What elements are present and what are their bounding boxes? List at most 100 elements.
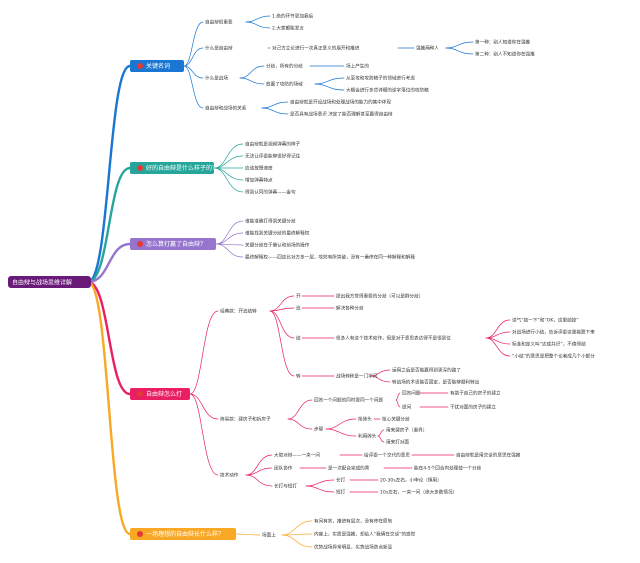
topic-node[interactable]: 长打 xyxy=(336,477,346,484)
connector-line xyxy=(395,399,401,408)
topic-node[interactable]: 简易款：建房子和拆房子 xyxy=(220,416,271,423)
topic-node[interactable]: 谁能找到关键分歧的最终解释权 xyxy=(245,230,310,237)
topic-node[interactable]: 核心关键分歧 xyxy=(382,416,410,423)
branch-node-ideal-free-debate[interactable]: 一场理想的自由辩长什么样？ xyxy=(130,528,236,540)
topic-node[interactable]: 经典款：开追结转 xyxy=(220,308,257,315)
topic-node[interactable]: 用来建房子（重界） xyxy=(386,427,427,434)
bullet-icon xyxy=(137,531,143,537)
topic-node[interactable]: “小结”的意思是把整个论者成几个小部分 xyxy=(512,353,595,360)
topic-node[interactable]: 强推两种人 xyxy=(416,45,439,52)
topic-node[interactable]: 场面上 xyxy=(262,532,276,539)
topic-node[interactable]: 回答问题 xyxy=(402,390,421,397)
topic-node[interactable]: 步骤 xyxy=(314,426,324,433)
connector-line xyxy=(213,167,244,181)
topic-node[interactable]: 分歧，所有的分歧 xyxy=(266,63,303,70)
topic-node[interactable]: 自由辩就是开设战场和处理战场的能力的集中体现 xyxy=(290,99,391,106)
topic-node[interactable]: 用来打对面 xyxy=(386,439,409,446)
topic-node[interactable]: 短打 xyxy=(336,489,346,496)
topic-node[interactable]: 第二种：别人不知道你在强推 xyxy=(475,51,535,58)
topic-node[interactable]: 开 xyxy=(296,294,301,300)
branch-4-topics: 场面上 有问有答，推进有层次，没有停在原地 内容上，实质是强推，却给人“我俩在交… xyxy=(262,518,416,551)
branch-node-how-to-win[interactable]: 怎么算打赢了自由辩？ xyxy=(130,238,216,250)
topic-node[interactable]: 有助于自己的房子的建立 xyxy=(450,390,501,397)
topic-node[interactable]: 提出我方觉得重要的分歧（可以是群分歧） xyxy=(336,293,423,300)
connector-line xyxy=(245,467,273,476)
topic-node[interactable]: 抢砖头 xyxy=(358,416,372,423)
topic-node[interactable]: 转 xyxy=(296,373,301,380)
topic-node[interactable]: 放置了攻防的场域 xyxy=(266,81,303,88)
topic-node[interactable]: 提问 xyxy=(402,404,412,411)
topic-node[interactable]: 应该放慢速度 xyxy=(245,165,273,172)
connector-line xyxy=(395,392,401,401)
topic-node[interactable]: 谁能准确打得到关键分歧 xyxy=(245,218,296,225)
branch-label: 一场理想的自由辩长什么样？ xyxy=(146,530,224,538)
branch-label: 自由辩怎么打 xyxy=(146,390,182,398)
topic-node[interactable]: 最终解释权——回应比对方多一层，攻防有所突破，没有一番停在同一种解释和解释 xyxy=(245,254,415,261)
topic-node[interactable]: 转战场的术语能否固定，是否能够顺利转出 xyxy=(392,379,480,386)
connector-line xyxy=(183,65,204,109)
topic-node[interactable]: 自由辩和战场的关系 xyxy=(205,105,247,112)
connector-line xyxy=(287,418,313,430)
topic-node[interactable]: 能在4-5个回合内处理掉一个分歧 xyxy=(414,465,482,472)
topic-node[interactable]: 无法让评委能够很好得记住 xyxy=(245,153,301,160)
connector-line xyxy=(239,65,265,79)
topic-node[interactable]: 优势战场异常明显，劣势战场防点新显 xyxy=(314,544,393,551)
topic-node[interactable]: 20-30s左右，小申论（慎用） xyxy=(380,477,442,484)
root-node[interactable]: 自由辩与战场思维详解 xyxy=(8,276,91,288)
bullet-icon xyxy=(137,391,143,397)
topic-node[interactable]: 第一种：别人知道你在强推 xyxy=(475,39,531,46)
topic-node[interactable]: 自由辩就是用交谈的意思在强推 xyxy=(456,452,521,459)
topic-node[interactable]: 场上产生的 xyxy=(346,63,369,70)
connector-line xyxy=(245,15,271,23)
branch-node-good-free-debate[interactable]: 好的自由辩是什么样子的？ xyxy=(130,162,218,174)
bullet-icon xyxy=(137,63,143,69)
topic-node[interactable]: 追 xyxy=(296,305,301,312)
topic-node[interactable]: 关键分歧在于确认和前场的操作 xyxy=(245,242,310,249)
topic-node[interactable]: 有问有答，推进有层次，没有停在原地 xyxy=(314,518,393,525)
topic-node[interactable]: 给评委一个交代的意思 xyxy=(364,452,410,459)
topic-node[interactable]: 对战场进行小结，告诉评委这里能算下来 xyxy=(512,329,595,336)
connector-line xyxy=(369,375,391,383)
topic-node[interactable]: 增加弹幕特点 xyxy=(245,177,273,184)
branch-node-how-to-play[interactable]: 自由辩怎么打 xyxy=(130,388,190,400)
branch-curve xyxy=(86,280,132,396)
topic-node[interactable]: 内容上，实质是强推，却给人“我俩在交谈”的感觉 xyxy=(314,531,416,538)
topic-node[interactable]: 什么是自由辩 xyxy=(205,45,233,52)
topic-node[interactable]: 回答一个问题的同时要同一个问题 xyxy=(314,397,383,404)
topic-node[interactable]: 自由辩就是视频弹幕的样子 xyxy=(245,141,301,148)
topic-node[interactable]: 标准和定义叫“达成共识”，不值得结 xyxy=(512,341,586,348)
topic-node[interactable]: 1.绝的环节更加靠后 xyxy=(272,13,314,20)
topic-node[interactable]: 运用之后是否能赢得到更深的路了 xyxy=(392,367,461,374)
topic-node[interactable]: 自由辩很重要 xyxy=(205,19,233,26)
topic-node[interactable]: 大取对辩——一夹一问 xyxy=(274,452,320,459)
topic-node[interactable]: 利用砖头 xyxy=(358,433,377,440)
branch-node-keywords[interactable]: 关键名词 xyxy=(130,60,184,72)
topic-node[interactable]: 得到认同的弹幕——金句 xyxy=(245,189,296,196)
topic-node[interactable]: 战场转移是一门学问 xyxy=(336,373,378,380)
topic-node[interactable]: 10s左右，一夹一问（绝大多数情况） xyxy=(380,489,457,496)
branch-3-topics: 经典款：开追结转 开 提出我方觉得重要的分歧（可以是群分歧） 追 解决各种分歧 … xyxy=(220,293,595,496)
bullet-icon xyxy=(137,241,143,247)
topic-node[interactable]: 2.大家都能发言 xyxy=(272,25,304,32)
connector-line xyxy=(325,418,357,430)
topic-node[interactable]: 长打与短打 xyxy=(274,483,297,490)
topic-node[interactable]: 是一次配合完成的秀 xyxy=(328,465,370,472)
topic-node[interactable]: 是否具有战场意识 决定了能否理解甚至赢得自由辩 xyxy=(290,111,393,118)
topic-node[interactable]: 从至攻和攻防精子的领域进行考虑 xyxy=(346,75,415,82)
connector-line xyxy=(281,520,313,536)
connector-line xyxy=(314,77,345,85)
topic-node[interactable]: 很多人有这个技术动作，但是对于意思表达得不是很到位 xyxy=(336,335,451,342)
connector-line xyxy=(215,220,244,245)
connector-line xyxy=(213,155,244,169)
topic-node[interactable]: 什么是战场 xyxy=(205,75,228,82)
topic-node[interactable]: 干扰对面的房子的建立 xyxy=(450,404,496,411)
bullet-icon xyxy=(137,165,143,171)
connector-line xyxy=(235,533,261,536)
topic-node[interactable]: 大概会进行多背详细的逆字落位的攻防精 xyxy=(346,87,429,94)
topic-node[interactable]: 解决各种分歧 xyxy=(336,305,364,312)
topic-node[interactable]: 团队协作 xyxy=(274,465,293,472)
topic-node[interactable]: 对己方立论进行一次真正意义的展开和推进 xyxy=(272,45,360,52)
topic-node[interactable]: 结 xyxy=(296,335,301,342)
topic-node[interactable]: 读气“结一下”和“OK，这里结掉” xyxy=(512,317,579,324)
topic-node[interactable]: 技术动作 xyxy=(220,472,239,479)
